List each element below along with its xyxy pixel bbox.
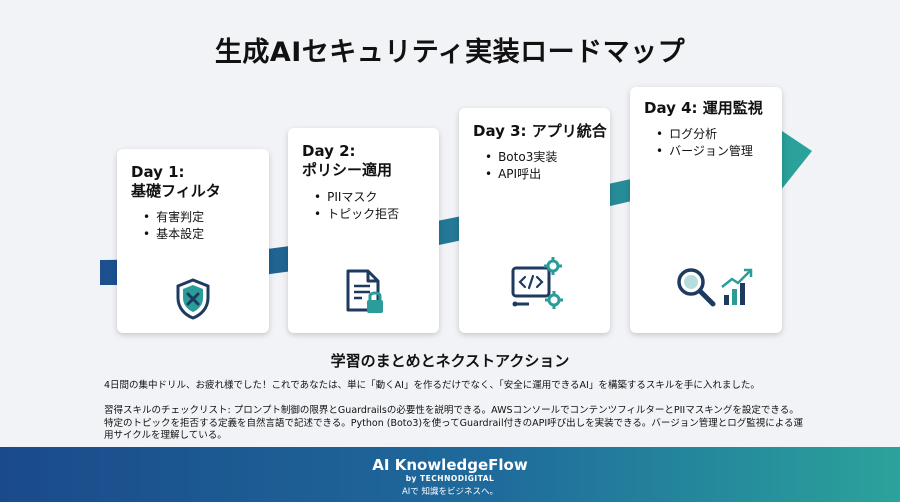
day4-list: ログ分析 バージョン管理 <box>656 126 753 160</box>
day2-list: PIIマスク トピック拒否 <box>314 189 399 223</box>
footer-tagline: AIで 知識をビジネスへ。 <box>401 487 499 497</box>
day1-list: 有害判定 基本設定 <box>143 209 204 243</box>
day2-title: Day 2: ポリシー適用 <box>302 142 393 179</box>
list-item: バージョン管理 <box>656 143 753 160</box>
list-item: PIIマスク <box>314 189 399 206</box>
code-gears-icon <box>511 257 563 309</box>
shield-x-icon <box>176 278 210 320</box>
day3-card: Day 3: アプリ統合 Boto3実装 API呼出 <box>459 108 610 333</box>
list-item: 有害判定 <box>143 209 204 226</box>
list-item: 基本設定 <box>143 226 204 243</box>
magnifier-chart-icon <box>677 268 753 307</box>
list-item: ログ分析 <box>656 126 753 143</box>
list-item: トピック拒否 <box>314 206 399 223</box>
footer-by: by TECHNODIGITAL <box>405 474 495 483</box>
day4-card: Day 4: 運用監視 ログ分析 バージョン管理 <box>630 87 782 333</box>
footer: AI KnowledgeFlow by TECHNODIGITAL AIで 知識… <box>0 447 900 502</box>
day3-list: Boto3実装 API呼出 <box>485 149 557 183</box>
page-title: 生成AIセキュリティ実装ロードマップ <box>214 37 686 68</box>
summary-paragraph-2: 習得スキルのチェックリスト: プロンプト制御の限界とGuardrailsの必要性… <box>104 405 803 441</box>
day2-card: Day 2: ポリシー適用 PIIマスク トピック拒否 <box>288 128 439 333</box>
day3-title: Day 3: アプリ統合 <box>473 122 607 140</box>
summary-paragraph-1: 4日間の集中ドリル、お疲れ様でした！これであなたは、単に「動くAI」を作るだけで… <box>104 380 760 391</box>
list-item: Boto3実装 <box>485 149 557 166</box>
list-item: API呼出 <box>485 166 557 183</box>
day1-title: Day 1: 基礎フィルタ <box>131 163 221 200</box>
footer-brand: AI KnowledgeFlow <box>372 456 528 474</box>
summary-title: 学習のまとめとネクストアクション <box>330 352 570 370</box>
document-lock-icon <box>346 269 383 313</box>
day1-card: Day 1: 基礎フィルタ 有害判定 基本設定 <box>117 149 269 333</box>
day4-title: Day 4: 運用監視 <box>644 99 763 117</box>
